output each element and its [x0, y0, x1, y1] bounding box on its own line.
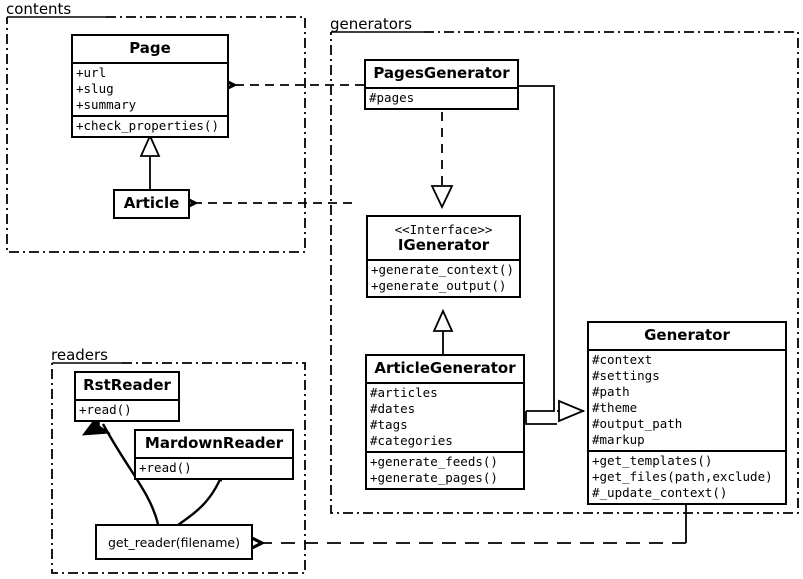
class-operation: +generate_pages()	[370, 470, 498, 485]
class-box-mardownreader[interactable]: MardownReader +read()	[134, 429, 294, 480]
class-box-rstreader[interactable]: RstReader +read()	[74, 371, 180, 422]
class-title-generator: Generator	[644, 326, 730, 344]
class-operations-generator: +get_templates() +get_files(path,exclude…	[589, 450, 785, 503]
class-attributes-articlegenerator: #articles #dates #tags #categories	[367, 382, 523, 451]
class-attribute: #markup	[592, 432, 645, 447]
class-title-pagesgenerator: PagesGenerator	[373, 64, 510, 82]
class-stereotype-igenerator: <<Interface>>	[394, 222, 493, 237]
class-operation: +generate_context()	[371, 262, 514, 277]
package-label-readers: readers	[51, 346, 108, 364]
class-operation: +generate_output()	[371, 278, 507, 293]
class-box-igenerator[interactable]: <<Interface>> IGenerator +generate_conte…	[366, 215, 521, 298]
realization-pagesgenerator-igenerator	[430, 112, 454, 210]
class-attribute: #context	[592, 352, 653, 367]
class-attribute: #articles	[370, 385, 438, 400]
function-box-get-reader[interactable]: get_reader(filename)	[95, 524, 253, 560]
class-attributes-generator: #context #settings #path #theme #output_…	[589, 349, 785, 450]
class-title-article: Article	[123, 194, 180, 212]
generalization-articlegenerator-igenerator	[432, 308, 454, 355]
class-attribute: #pages	[369, 90, 415, 105]
class-title-igenerator: <<Interface>> IGenerator	[368, 217, 519, 259]
class-operation: +read()	[79, 402, 132, 417]
class-box-article[interactable]: Article	[113, 189, 190, 219]
class-operation: +get_files(path,exclude)	[592, 469, 773, 484]
class-title-page: Page	[129, 39, 171, 57]
class-operations-page: +check_properties()	[73, 115, 227, 136]
class-operations-mardownreader: +read()	[136, 457, 292, 478]
class-attribute: +url	[76, 65, 107, 80]
dependency-generator-getreader	[262, 501, 687, 543]
class-operation: #_update_context()	[592, 485, 728, 500]
class-box-articlegenerator[interactable]: ArticleGenerator #articles #dates #tags …	[365, 354, 525, 490]
class-attribute: +summary	[76, 97, 137, 112]
class-title-rstreader: RstReader	[83, 376, 171, 394]
class-operations-rstreader: +read()	[76, 399, 178, 420]
class-operation: +read()	[139, 460, 192, 475]
class-operation: +generate_feeds()	[370, 454, 498, 469]
class-attribute: #categories	[370, 433, 453, 448]
class-attribute: +slug	[76, 81, 114, 96]
class-operation: +check_properties()	[76, 118, 219, 133]
class-attributes-page: +url +slug +summary	[73, 62, 227, 115]
package-label-generators: generators	[330, 15, 412, 33]
generalization-article-page	[139, 133, 161, 190]
function-label-get-reader: get_reader(filename)	[108, 534, 240, 550]
class-attribute: #path	[592, 384, 630, 399]
class-operations-articlegenerator: +generate_feeds() +generate_pages()	[367, 451, 523, 488]
class-attribute: #settings	[592, 368, 660, 383]
class-attribute: #tags	[370, 417, 408, 432]
class-box-pagesgenerator[interactable]: PagesGenerator #pages	[364, 59, 519, 110]
class-attribute: #dates	[370, 401, 416, 416]
class-title-mardownreader: MardownReader	[144, 434, 284, 452]
class-name-igenerator: IGenerator	[397, 236, 490, 254]
package-label-contents: contents	[6, 0, 72, 18]
class-attributes-pagesgenerator: #pages	[366, 87, 517, 108]
class-operations-igenerator: +generate_context() +generate_output()	[368, 259, 519, 296]
class-box-page[interactable]: Page +url +slug +summary +check_properti…	[71, 34, 229, 138]
class-operation: +get_templates()	[592, 453, 713, 468]
class-box-generator[interactable]: Generator #context #settings #path #them…	[587, 321, 787, 505]
class-title-articlegenerator: ArticleGenerator	[374, 359, 516, 377]
class-attribute: #output_path	[592, 416, 683, 431]
aggregation-generator-subgenerators	[519, 85, 586, 425]
class-attribute: #theme	[592, 400, 638, 415]
